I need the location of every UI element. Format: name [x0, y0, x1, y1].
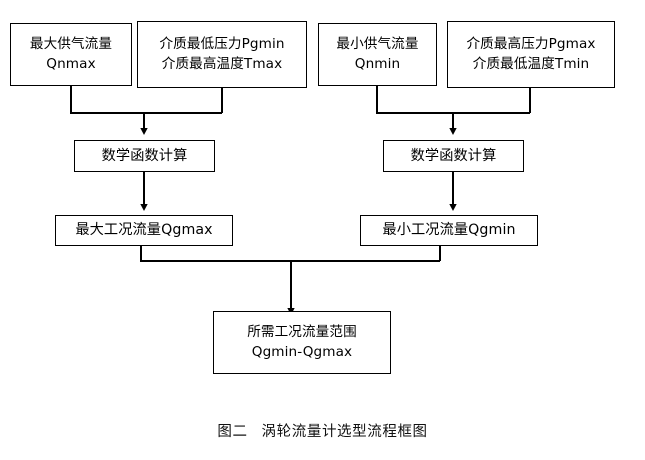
node-min-supply-flow: 最小供气流量 Qnmin	[318, 23, 437, 86]
edge-qgmax-to-result	[140, 246, 440, 262]
node-required-working-flow-range-line1: 所需工况流量范围	[247, 324, 357, 341]
node-required-working-flow-range-line2: Qgmin-Qgmax	[251, 343, 353, 360]
node-min-supply-flow-line1: 最小供气流量	[336, 36, 419, 53]
node-max-pressure-min-temp-line2: 介质最低温度Tmin	[472, 55, 590, 72]
node-min-working-flow-qgmin: 最小工况流量Qgmin	[360, 215, 538, 246]
node-max-supply-flow-line1: 最大供气流量	[29, 36, 113, 53]
node-math-function-calc-right: 数学函数计算	[383, 140, 524, 172]
node-math-function-calc-left-label: 数学函数计算	[101, 147, 188, 164]
edge-qnmin-to-calc-right	[376, 86, 530, 114]
figure-caption-title: 涡轮流量计选型流程框图	[261, 424, 428, 440]
node-min-pressure-max-temp-line1: 介质最低压力Pgmin	[159, 36, 285, 53]
node-max-pressure-min-temp-line1: 介质最高压力Pgmax	[466, 36, 596, 53]
node-min-supply-flow-line2: Qnmin	[354, 55, 401, 72]
node-max-working-flow-qgmax-label: 最大工况流量Qgmax	[75, 222, 213, 239]
edge-qnmax-to-calc-left	[70, 86, 222, 114]
node-math-function-calc-left: 数学函数计算	[74, 140, 215, 172]
node-max-supply-flow: 最大供气流量 Qnmax	[10, 23, 132, 86]
node-min-pressure-max-temp: 介质最低压力Pgmin 介质最高温度Tmax	[137, 21, 307, 88]
node-required-working-flow-range: 所需工况流量范围 Qgmin-Qgmax	[213, 311, 391, 374]
node-math-function-calc-right-label: 数学函数计算	[410, 147, 497, 164]
node-min-working-flow-qgmin-label: 最小工况流量Qgmin	[382, 222, 516, 239]
node-max-pressure-min-temp: 介质最高压力Pgmax 介质最低温度Tmin	[447, 21, 615, 88]
figure-caption-label: 图二	[217, 424, 248, 440]
node-min-pressure-max-temp-line2: 介质最高温度Tmax	[161, 55, 283, 72]
node-max-supply-flow-line2: Qnmax	[46, 55, 96, 72]
node-max-working-flow-qgmax: 最大工况流量Qgmax	[55, 215, 233, 246]
figure-caption: 图二涡轮流量计选型流程框图	[0, 420, 645, 441]
